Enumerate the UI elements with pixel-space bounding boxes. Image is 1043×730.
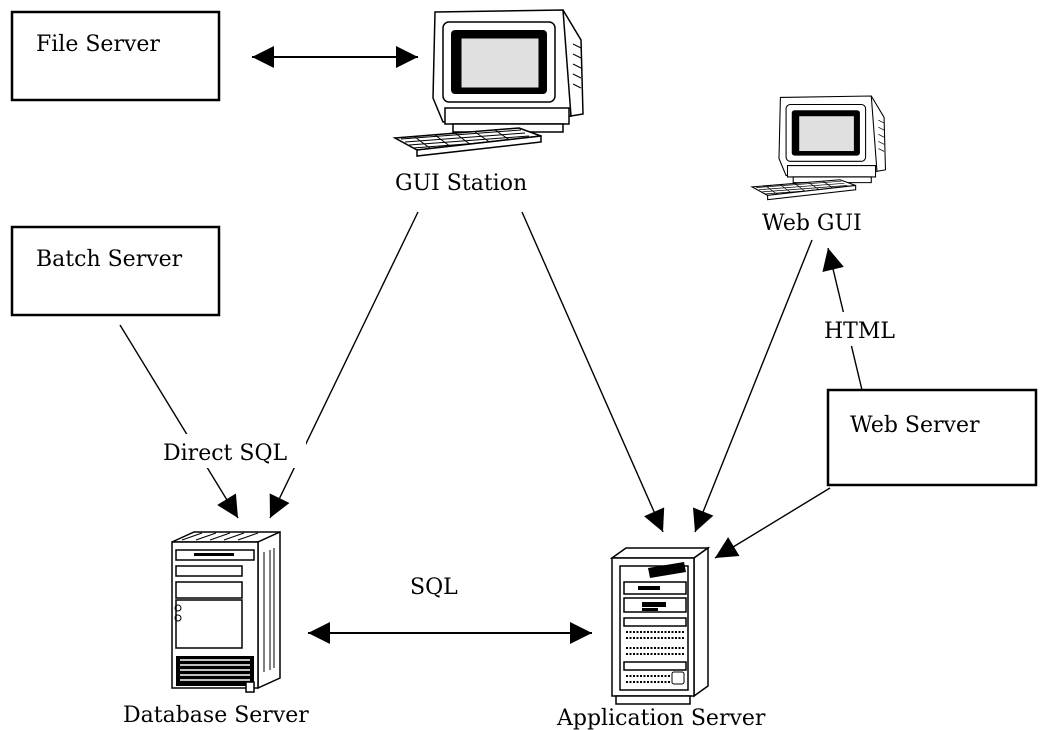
file-server-box — [10, 10, 221, 102]
direct-sql-label: Direct SQL — [163, 441, 287, 466]
html-label: HTML — [824, 319, 895, 344]
batch-server-label: Batch Server — [36, 247, 183, 272]
web-server-node: Web Server — [826, 388, 1038, 487]
batch-server-box — [10, 225, 221, 317]
application-server-label: Application Server — [556, 706, 766, 730]
sql-label: SQL — [410, 575, 458, 600]
file-server-node: File Server — [10, 10, 221, 102]
direct-sql-label-bg — [160, 434, 306, 468]
edge-batch-to-database — [119, 324, 239, 519]
edge-webserver-to-application — [714, 487, 831, 559]
web-server-box — [826, 388, 1038, 487]
edge-webgui-to-application — [692, 239, 813, 533]
file-server-label: File Server — [36, 32, 160, 57]
html-label-bg — [820, 312, 916, 346]
rack-server-icon — [609, 546, 711, 705]
gui-station-label: GUI Station — [395, 171, 527, 196]
edge-gui-to-database — [269, 211, 419, 519]
desktop-computer-icon — [392, 9, 584, 157]
edge-gui-to-application — [521, 211, 665, 533]
desktop-computer-icon — [750, 95, 887, 201]
web-server-label: Web Server — [850, 413, 980, 438]
batch-server-node: Batch Server — [10, 225, 221, 317]
database-server-label: Database Server — [123, 703, 309, 728]
tower-server-icon — [171, 530, 281, 693]
web-gui-label: Web GUI — [762, 211, 862, 236]
